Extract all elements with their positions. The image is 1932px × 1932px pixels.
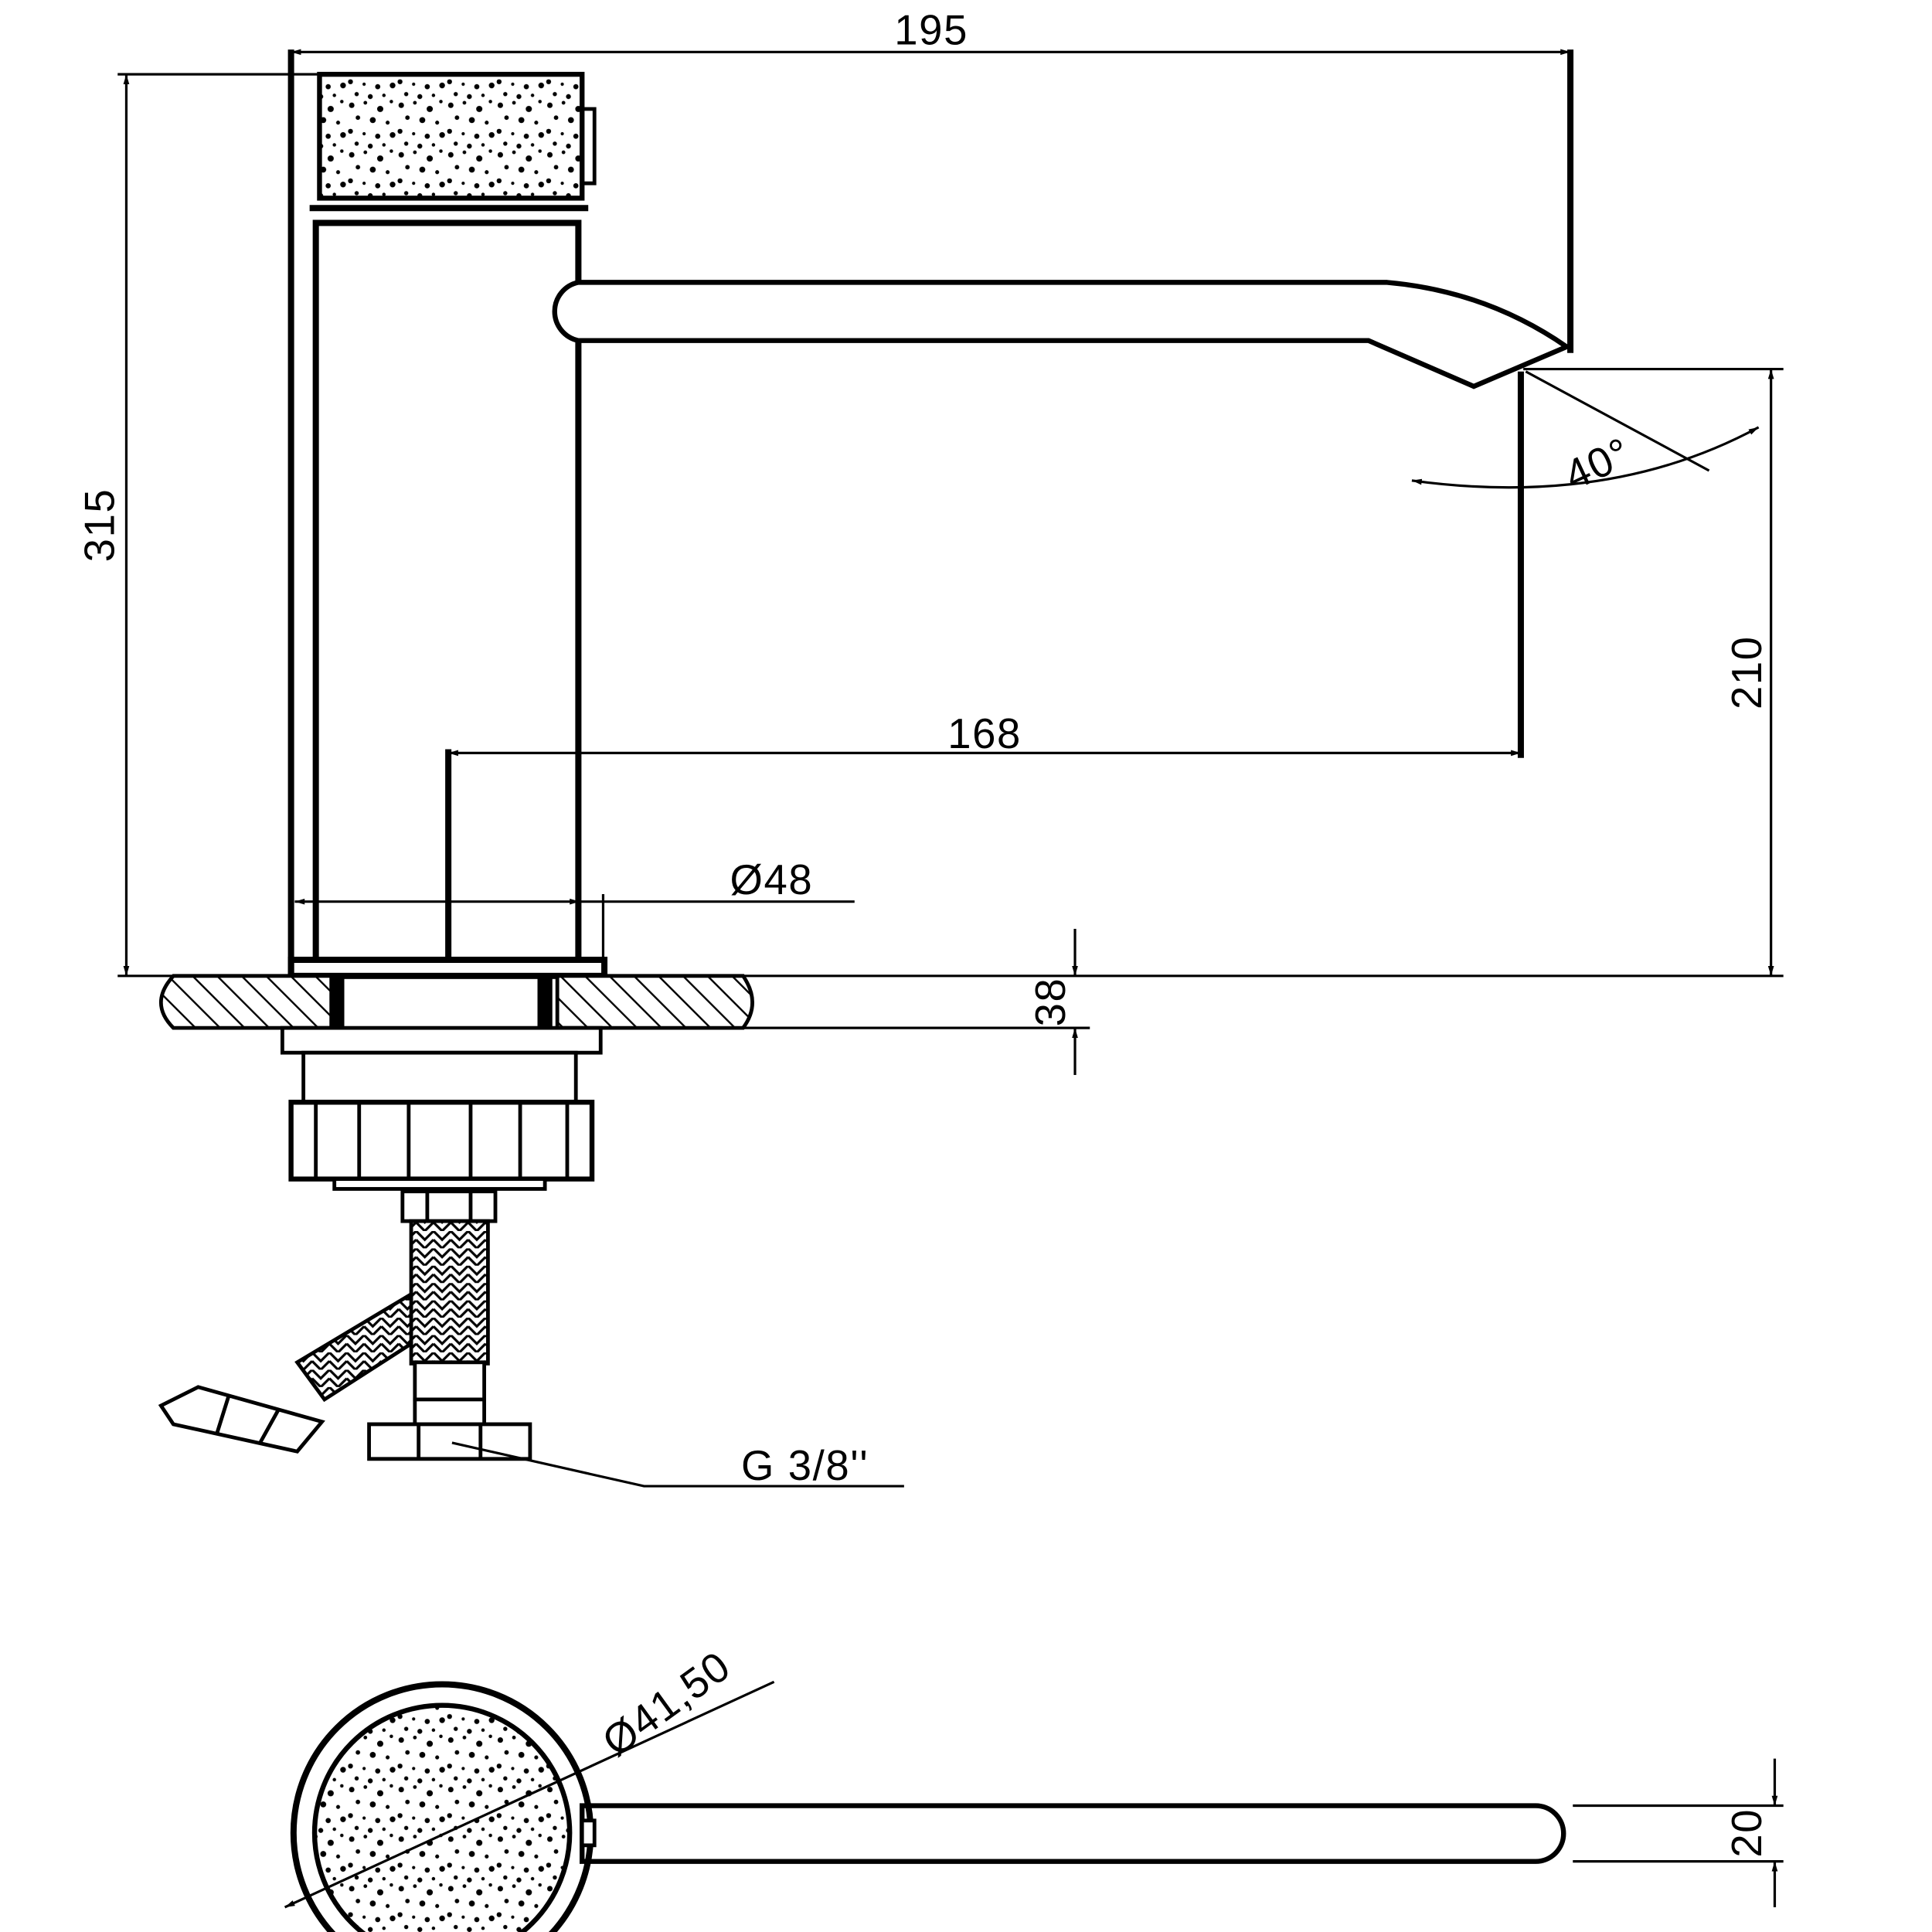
countertop-section	[158, 974, 1090, 1030]
connection-callout: G 3/8''	[451, 1441, 904, 1489]
label-20: 20	[1723, 1808, 1770, 1858]
label-38: 38	[1027, 978, 1074, 1027]
dimension-overall-width: 195	[291, 7, 1571, 56]
label-210: 210	[1723, 635, 1770, 709]
dimension-spout-reach: 168	[445, 371, 1524, 960]
label-d4150: Ø41,50	[594, 1642, 739, 1766]
top-view	[290, 1681, 1784, 1932]
handle-top-speckled	[311, 1702, 573, 1932]
label-195: 195	[894, 7, 968, 54]
spout	[552, 49, 1574, 389]
label-d48: Ø48	[730, 856, 814, 903]
dimension-body-diameter: Ø48	[294, 856, 855, 976]
fixing-nut-assembly	[280, 1026, 603, 1223]
dimension-spout-angle: 40°	[1411, 370, 1760, 499]
dimension-overall-height: 315	[76, 73, 320, 976]
handle-speckled	[317, 71, 585, 201]
dimension-spout-width: 20	[1723, 1758, 1778, 1907]
label-40deg: 40°	[1557, 428, 1638, 499]
dimension-deck-thickness: 38	[1027, 928, 1078, 1076]
flexible-hoses	[158, 1219, 532, 1461]
label-g38: G 3/8''	[741, 1442, 869, 1489]
label-168: 168	[947, 710, 1022, 757]
label-315: 315	[76, 488, 123, 563]
dimension-spout-height: 210	[1523, 367, 1784, 976]
